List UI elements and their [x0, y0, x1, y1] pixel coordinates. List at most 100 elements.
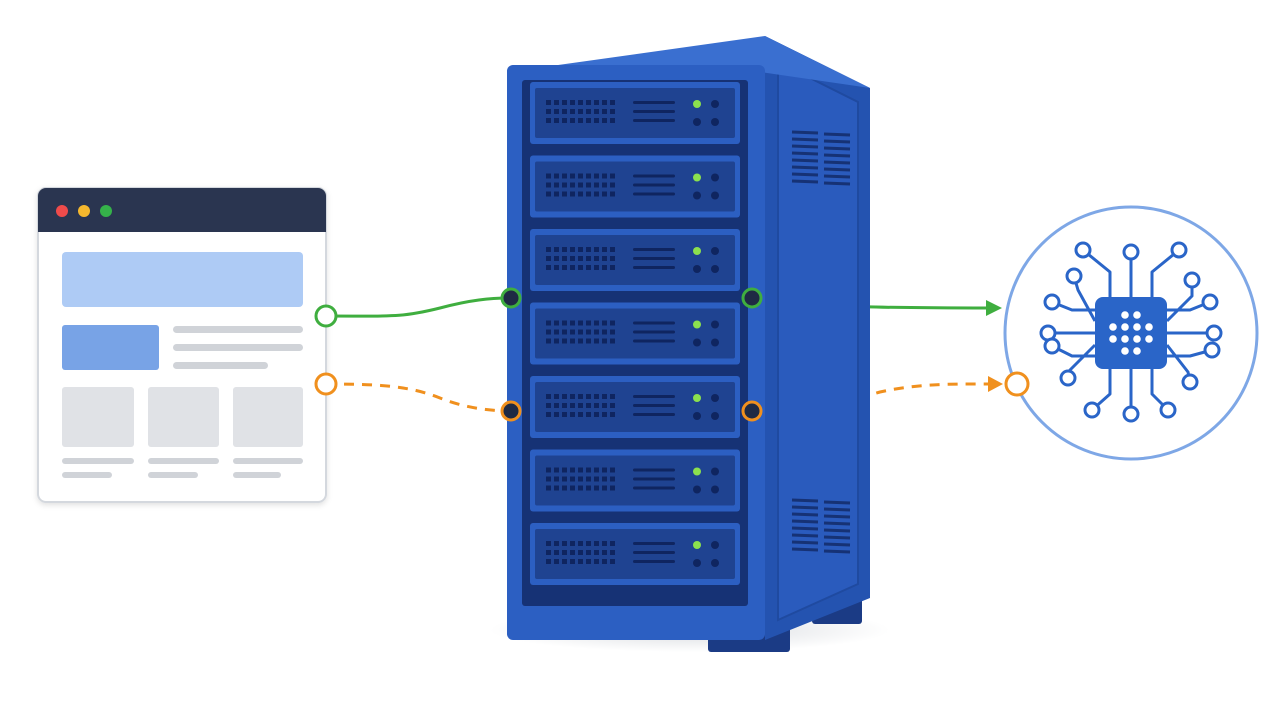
- rack-dashed-port-left: [500, 400, 522, 422]
- vent-hole: [586, 329, 591, 335]
- vent-hole: [594, 338, 599, 344]
- vent-hole: [594, 191, 599, 197]
- vent-hole: [546, 467, 551, 473]
- circuit-node: [1183, 271, 1201, 289]
- vent-hole: [610, 320, 615, 326]
- vent-hole: [570, 338, 575, 344]
- server-unit: [530, 82, 740, 144]
- vent-hole: [586, 265, 591, 270]
- vent-slat: [791, 130, 819, 135]
- vent-hole: [586, 173, 591, 179]
- vent-hole: [594, 541, 599, 546]
- vent-hole: [554, 182, 559, 188]
- drive-slot-line: [633, 248, 675, 251]
- vent-hole: [570, 485, 575, 491]
- vent-slat: [791, 533, 819, 538]
- vent-slat: [823, 139, 851, 144]
- vent-hole: [602, 476, 607, 482]
- vent-hole: [602, 329, 607, 335]
- vent-hole: [554, 467, 559, 473]
- vent-hole: [554, 118, 559, 123]
- vent-slat: [791, 540, 819, 545]
- vent-slat: [823, 500, 851, 505]
- vent-hole: [594, 100, 599, 105]
- vent-hole: [562, 173, 567, 179]
- vent-hole: [578, 191, 583, 197]
- vent-hole: [602, 118, 607, 123]
- client-solid-port: [314, 304, 338, 328]
- vent-hole: [554, 541, 559, 546]
- vent-hole: [586, 467, 591, 473]
- vent-hole: [554, 485, 559, 491]
- vent-hole: [594, 394, 599, 399]
- vent-hole: [546, 100, 551, 105]
- vent-hole: [578, 256, 583, 261]
- vent-hole: [570, 247, 575, 252]
- vent-hole: [578, 541, 583, 546]
- vent-hole: [546, 403, 551, 408]
- vent-hole: [602, 467, 607, 473]
- vent-hole: [546, 265, 551, 270]
- vent-hole: [554, 394, 559, 399]
- vent-hole: [570, 476, 575, 482]
- vent-hole: [570, 265, 575, 270]
- vent-slat: [823, 167, 851, 172]
- vent-hole: [546, 118, 551, 123]
- vent-slat: [791, 172, 819, 177]
- vent-hole: [554, 320, 559, 326]
- server-unit: [530, 229, 740, 291]
- vent-hole: [610, 412, 615, 417]
- power-button-icon: [711, 320, 719, 329]
- vent-slat: [791, 547, 819, 552]
- vent-hole: [610, 394, 615, 399]
- vent-hole: [594, 329, 599, 335]
- chip-dot: [1121, 347, 1129, 355]
- vent-hole: [610, 256, 615, 261]
- vent-hole: [578, 550, 583, 555]
- port-dot: [693, 338, 701, 347]
- drive-slot-line: [633, 404, 675, 407]
- vent-hole: [610, 467, 615, 473]
- vent-hole: [570, 541, 575, 546]
- power-button-icon: [711, 247, 719, 255]
- vent-hole: [546, 320, 551, 326]
- vent-hole: [570, 118, 575, 123]
- card-caption-line: [233, 458, 303, 464]
- server-rack-icon: [490, 36, 890, 652]
- dashed-link-arrowhead: [988, 376, 1003, 392]
- vent-hole: [594, 476, 599, 482]
- port-dot: [711, 191, 719, 200]
- vent-hole: [570, 550, 575, 555]
- vent-hole: [602, 412, 607, 417]
- vent-slat: [823, 153, 851, 158]
- vent-hole: [602, 403, 607, 408]
- chip-dot: [1133, 311, 1141, 319]
- hero-banner-block: [62, 252, 303, 307]
- drive-slot-line: [633, 192, 675, 196]
- port-dot: [693, 412, 701, 420]
- ai-chip-icon: [1003, 205, 1259, 461]
- drive-slot-line: [633, 339, 675, 343]
- vent-slat: [823, 146, 851, 151]
- vent-hole: [610, 109, 615, 114]
- vent-hole: [578, 182, 583, 188]
- vent-slat: [823, 521, 851, 526]
- vent-hole: [546, 550, 551, 555]
- vent-hole: [570, 394, 575, 399]
- vent-hole: [586, 550, 591, 555]
- vent-slat: [791, 498, 819, 503]
- vent-hole: [594, 467, 599, 473]
- rack-top: [508, 36, 870, 88]
- vent-hole: [562, 247, 567, 252]
- vent-hole: [586, 182, 591, 188]
- vent-hole: [562, 338, 567, 344]
- vent-hole: [578, 338, 583, 344]
- vent-hole: [578, 467, 583, 473]
- vent-hole: [578, 559, 583, 564]
- text-line: [173, 326, 303, 333]
- vent-hole: [578, 173, 583, 179]
- vent-hole: [594, 485, 599, 491]
- power-button-icon: [711, 541, 719, 549]
- window-close-dot: [56, 205, 68, 217]
- chip-dot: [1109, 335, 1117, 343]
